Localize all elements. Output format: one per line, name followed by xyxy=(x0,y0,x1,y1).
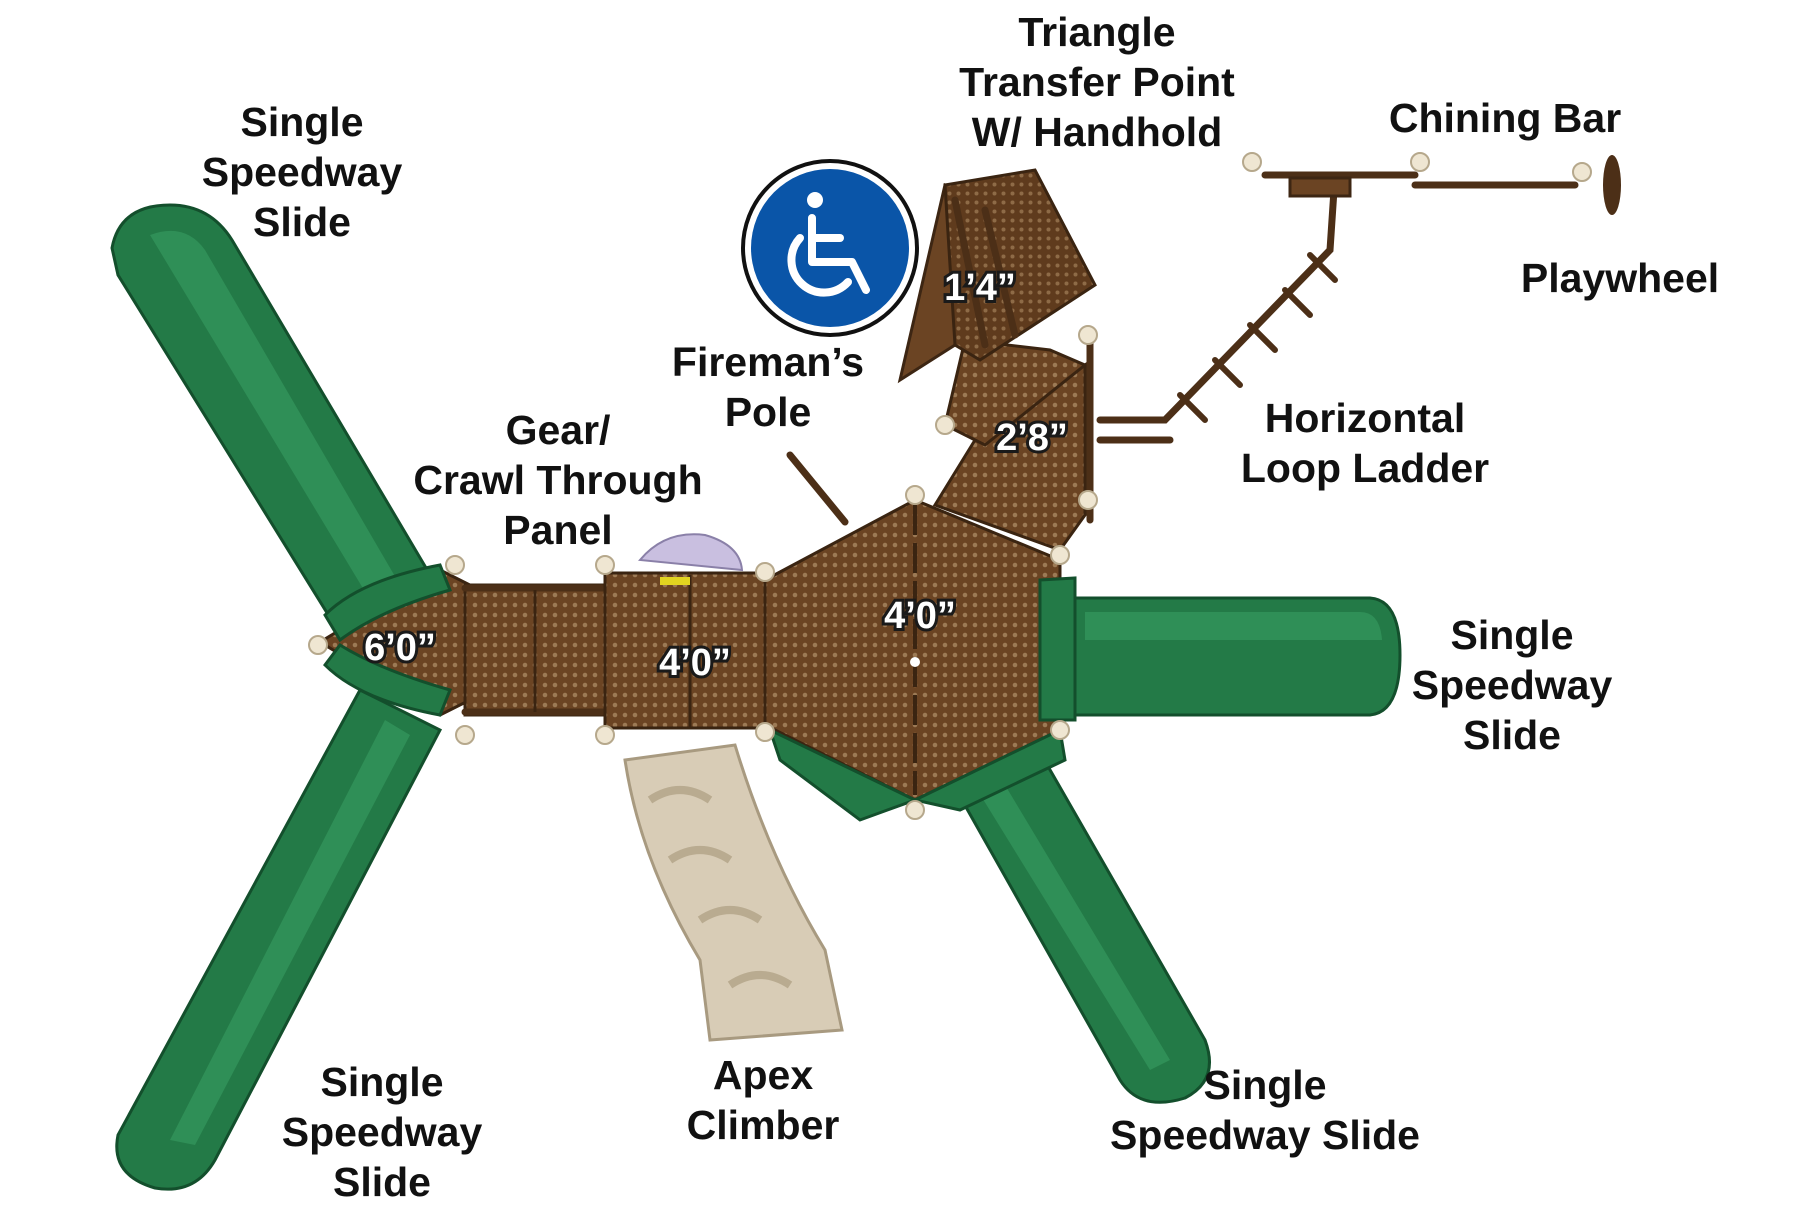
dim-hex-deck: 4’0” xyxy=(884,595,956,637)
label-playwheel: Playwheel xyxy=(1520,255,1720,301)
slide-right xyxy=(1068,596,1402,717)
dim-middle-deck: 4’0” xyxy=(659,642,731,684)
label-slide-right: Single Speedway Slide xyxy=(1411,612,1613,758)
middle-deck xyxy=(603,533,767,730)
label-apex-climber: Apex Climber xyxy=(686,1052,840,1148)
horizontal-loop-ladder xyxy=(1096,171,1339,444)
label-slide-bottom-left: Single Speedway Slide xyxy=(281,1059,483,1205)
gear-panel-dome xyxy=(638,533,744,572)
slide-top-left xyxy=(110,203,448,652)
bridge-deck xyxy=(461,583,609,717)
posts xyxy=(308,152,1592,820)
hex-deck xyxy=(763,498,1077,822)
firemans-pole xyxy=(786,451,849,526)
dim-upper-deck: 2’8” xyxy=(996,417,1068,459)
label-triangle-transfer: Triangle Transfer Point W/ Handhold xyxy=(959,9,1235,155)
upper-ramp-deck xyxy=(897,168,1097,552)
dim-transfer-step: 1’4” xyxy=(944,267,1016,309)
apex-climber xyxy=(623,743,844,1042)
slide-bottom-left xyxy=(115,688,443,1191)
label-slide-bottom-right: Single Speedway Slide xyxy=(1110,1062,1420,1158)
slide-bottom-right xyxy=(942,733,1211,1104)
playwheel xyxy=(1603,155,1621,215)
label-firemans-pole: Fireman’s Pole xyxy=(671,339,865,435)
label-horizontal-ladder: Horizontal Loop Ladder xyxy=(1240,395,1490,491)
label-gear-panel: Gear/ Crawl Through Panel xyxy=(413,407,703,553)
dim-left-deck: 6’0” xyxy=(364,627,436,669)
wheelchair-icon xyxy=(787,192,870,297)
chining-bar xyxy=(1261,171,1579,198)
accessibility-badge xyxy=(741,159,919,337)
label-chining-bar: Chining Bar xyxy=(1388,95,1622,141)
label-slide-top-left: Single Speedway Slide xyxy=(201,99,403,245)
